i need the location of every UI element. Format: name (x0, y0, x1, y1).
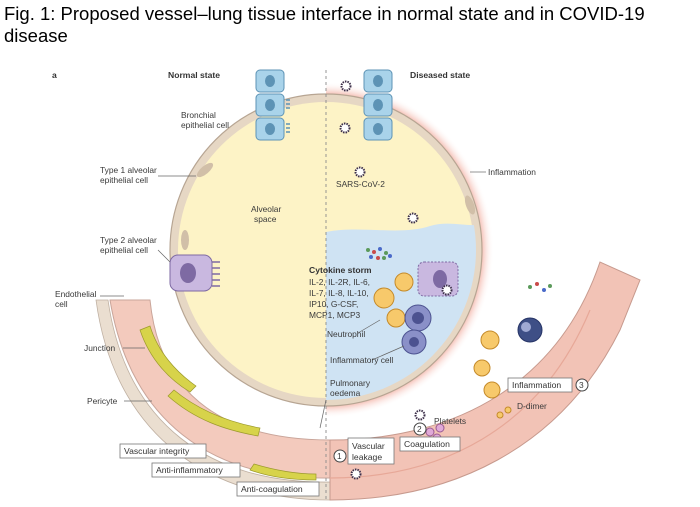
label-cytokine-3: IP10, G-CSF, (309, 299, 358, 309)
cytokine-dots (366, 247, 552, 292)
label-pericyte: Pericyte (87, 396, 118, 406)
svg-text:Anti-inflammatory: Anti-inflammatory (156, 465, 224, 475)
label-bronchial-2: epithelial cell (181, 120, 229, 130)
label-cytokine-2: IL-7, IL-8, IL-10, (309, 288, 369, 298)
label-type1-1: Type 1 alveolar (100, 165, 157, 175)
svg-text:leakage: leakage (352, 452, 382, 462)
svg-text:Coagulation: Coagulation (404, 439, 450, 449)
pericytes (139, 325, 317, 481)
label-cytokine-storm: Cytokine storm (309, 265, 372, 275)
label-sars-cov-2: SARS-CoV-2 (336, 179, 385, 189)
label-alveolar-2: space (254, 214, 277, 224)
label-d-dimer: D-dimer (517, 401, 547, 411)
header-diseased-state: Diseased state (410, 70, 470, 80)
bronchial-cells-diseased (363, 69, 393, 141)
label-type2-2: epithelial cell (100, 245, 148, 255)
svg-text:1: 1 (337, 451, 342, 461)
svg-text:Inflammation: Inflammation (512, 380, 561, 390)
label-type1-2: epithelial cell (100, 175, 148, 185)
step-marker-3: 3 (575, 378, 589, 392)
label-neutrophil: Neutrophil (327, 329, 365, 339)
svg-text:Vascular integrity: Vascular integrity (124, 446, 190, 456)
label-oedema-1: Pulmonary (330, 378, 371, 388)
label-cytokine-1: IL-2, IL-2R, IL-6, (309, 277, 370, 287)
label-type2-1: Type 2 alveolar (100, 235, 157, 245)
neutrophils (373, 272, 501, 399)
step-marker-1: 1 (333, 449, 347, 463)
label-bronchial-1: Bronchial (181, 110, 216, 120)
box-vascular-leakage: Vascular leakage (347, 437, 395, 465)
label-platelets: Platelets (434, 416, 466, 426)
label-inflammatory-cell: Inflammatory cell (330, 355, 393, 365)
label-inflammation-top: Inflammation (488, 167, 536, 177)
svg-text:Anti-coagulation: Anti-coagulation (241, 484, 303, 494)
label-oedema-2: oedema (330, 388, 361, 398)
step-marker-2: 2 (413, 422, 427, 436)
header-normal-state: Normal state (168, 70, 220, 80)
svg-text:2: 2 (417, 424, 422, 434)
type2-alveolar-cell (169, 254, 220, 292)
svg-text:Vascular: Vascular (352, 441, 385, 451)
sars-cov-2-particles (339, 80, 453, 480)
box-inflammation: Inflammation (507, 377, 573, 393)
d-dimer-marks (496, 406, 512, 419)
figure-title: Fig. 1: Proposed vessel–lung tissue inte… (4, 3, 645, 43)
label-junction: Junction (84, 343, 116, 353)
box-coagulation: Coagulation (399, 436, 461, 452)
svg-text:3: 3 (579, 380, 584, 390)
leader-lines (100, 171, 486, 429)
box-anti-coagulation: Anti-coagulation (236, 481, 320, 497)
box-anti-inflammatory: Anti-inflammatory (151, 462, 241, 478)
label-endothelial-2: cell (55, 299, 68, 309)
label-cytokine-4: MCP1, MCP3 (309, 310, 361, 320)
panel-label: a (52, 70, 57, 80)
label-alveolar-1: Alveolar (251, 204, 281, 214)
box-vascular-integrity: Vascular integrity (119, 443, 207, 459)
inflammatory-cells (401, 304, 543, 355)
bronchial-cells-normal (255, 69, 290, 141)
label-endothelial-1: Endothelial (55, 289, 97, 299)
